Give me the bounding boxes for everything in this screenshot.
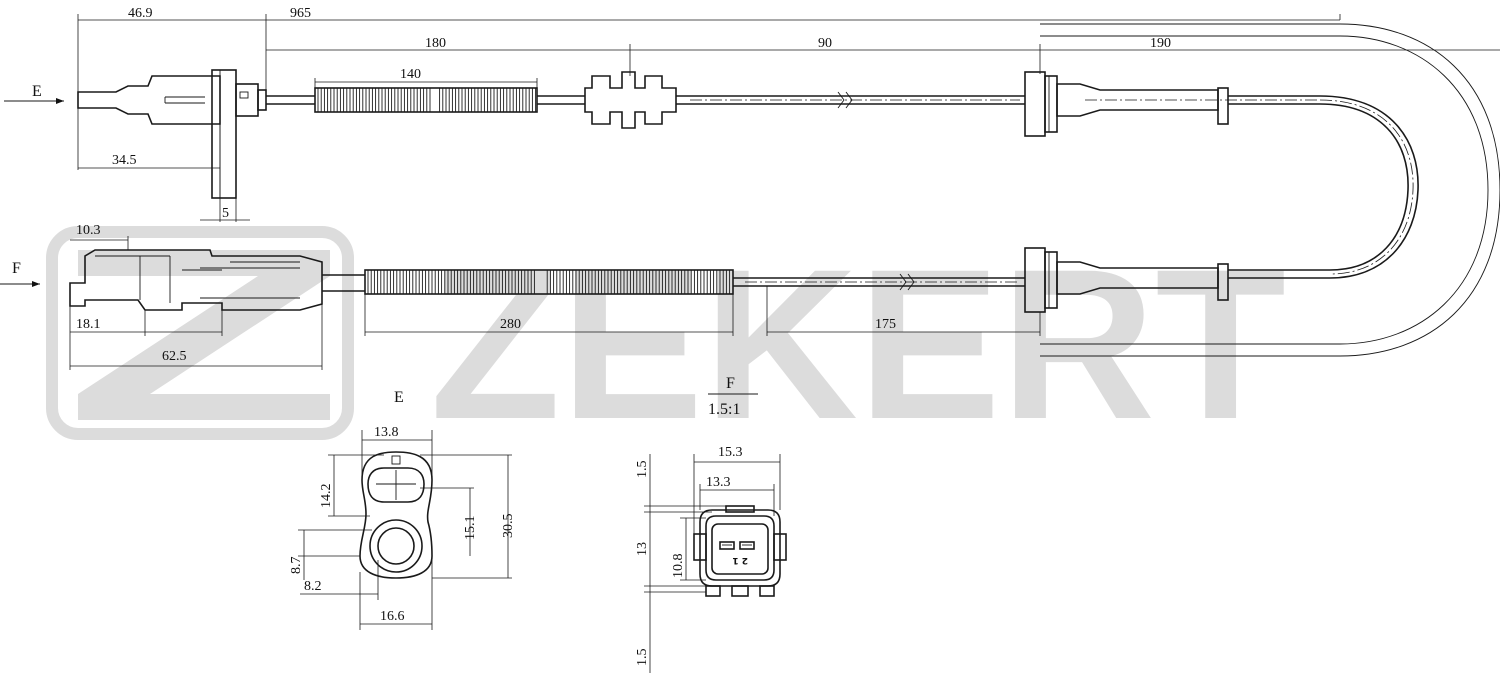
dim-e-width-bottom: 16.6 (380, 609, 405, 624)
view-label-e-top: E (32, 83, 42, 100)
dim-sensor-body: 34.5 (112, 153, 137, 168)
dim-e-d4: 8.2 (304, 579, 322, 594)
dim-sleeve-140: 140 (400, 67, 421, 82)
dim-segment-175: 175 (875, 317, 896, 332)
dim-f-top-offset: 1.5 (635, 461, 650, 479)
protective-sleeve-bottom (364, 269, 734, 295)
dim-e-d2: 15.1 (463, 516, 478, 541)
protective-sleeve-top (314, 87, 538, 113)
detail-f-label: F (726, 375, 735, 392)
bottom-dimensions: 10.3 18.1 62.5 280 175 (69, 223, 1041, 370)
top-cable-assembly: E (4, 69, 1320, 199)
dim-f-width-outer: 15.3 (718, 445, 743, 460)
watermark-logo-z (78, 250, 330, 420)
detail-view-f: F 1.5:1 2 1 15.3 13.3 1.5 13 1.5 (635, 375, 787, 673)
dim-e-height: 30.5 (501, 514, 516, 539)
watermark: ZEKERT (46, 225, 1286, 464)
dim-connector-total: 62.5 (162, 349, 187, 364)
dim-segment-190: 190 (1150, 36, 1171, 51)
bottom-cable-assembly: F (0, 247, 1330, 313)
dim-f-width-inner: 13.3 (706, 475, 731, 490)
dim-connector-part: 18.1 (76, 317, 101, 332)
dim-overall-length: 965 (290, 6, 311, 21)
dim-e-d3: 8.7 (289, 557, 304, 575)
dim-f-bottom-offset: 1.5 (635, 649, 650, 667)
dim-e-width-top: 13.8 (374, 425, 399, 440)
detail-view-e: E 13.8 14.2 15.1 30.5 8.7 8.2 (289, 389, 516, 630)
dim-sensor-total: 46.9 (128, 6, 153, 21)
dim-segment-90: 90 (818, 36, 832, 51)
dim-sleeve-280: 280 (500, 317, 521, 332)
dim-segment-180: 180 (425, 36, 446, 51)
detail-e-label: E (394, 389, 404, 406)
cable-clip-top (1024, 71, 1046, 137)
dim-f-height: 13 (635, 542, 650, 556)
dim-f-inner-height: 10.8 (671, 554, 686, 579)
detail-f-scale: 1.5:1 (708, 401, 740, 418)
sensor-tip (77, 75, 221, 125)
view-label-f-top: F (12, 260, 21, 277)
dim-bracket-width: 5 (222, 206, 229, 221)
electrical-connector (69, 249, 323, 311)
dim-e-d1: 14.2 (319, 484, 334, 509)
cable-bend (1040, 23, 1500, 357)
watermark-logo-frame (46, 226, 354, 440)
cable-grommet (584, 71, 677, 129)
mounting-bracket (211, 69, 237, 199)
top-dimensions: 46.9 965 180 90 190 140 34.5 5 (77, 6, 1500, 222)
dim-latch: 10.3 (76, 223, 101, 238)
detail-f-pin-labels: 2 1 (732, 555, 748, 565)
watermark-brand: ZEKERT (430, 225, 1286, 464)
